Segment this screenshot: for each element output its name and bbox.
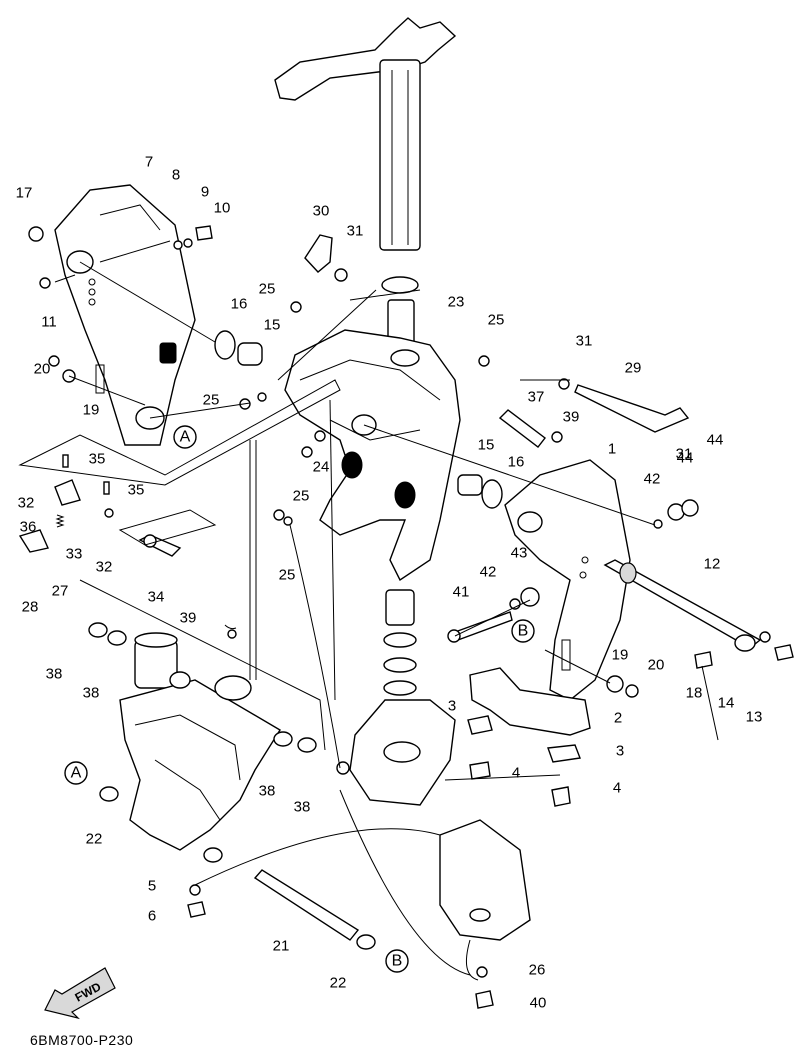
callout-18: 18 xyxy=(686,685,703,702)
ref-marker-b-upper xyxy=(511,619,535,643)
callout-44: 44 xyxy=(707,432,724,449)
callout-32: 32 xyxy=(96,559,113,576)
callout-labels: 1233445678910111213141515161617181919202… xyxy=(16,154,763,1012)
callout-6: 6 xyxy=(148,908,156,925)
callout-19: 19 xyxy=(83,402,100,419)
callout-41: 41 xyxy=(453,584,470,601)
callout-36: 36 xyxy=(20,519,37,536)
callout-38: 38 xyxy=(294,799,311,816)
callout-31: 31 xyxy=(576,333,593,350)
right-clamp-bracket-drawing xyxy=(504,459,631,701)
callout-39: 39 xyxy=(180,610,197,627)
callout-3: 3 xyxy=(616,743,624,760)
callout-1: 1 xyxy=(608,441,616,458)
callout-35: 35 xyxy=(89,451,106,468)
callout-42: 42 xyxy=(644,471,661,488)
small-parts-drawing xyxy=(18,234,719,763)
callout-2: 2 xyxy=(614,710,622,727)
callout-44: 44 xyxy=(677,450,694,467)
callout-15: 15 xyxy=(478,437,495,454)
callout-7: 7 xyxy=(145,154,153,171)
callout-29: 29 xyxy=(625,360,642,377)
callout-21: 21 xyxy=(273,938,290,955)
callout-31: 31 xyxy=(347,223,364,240)
callout-28: 28 xyxy=(22,599,39,616)
callout-42: 42 xyxy=(480,564,497,581)
callout-35: 35 xyxy=(128,482,145,499)
steering-arm-drawing xyxy=(274,17,457,370)
construction-lines xyxy=(18,240,656,976)
callout-19: 19 xyxy=(612,647,629,664)
callout-17: 17 xyxy=(16,185,33,202)
ref-marker-b-lower xyxy=(385,949,409,973)
callout-5: 5 xyxy=(148,878,156,895)
callout-13: 13 xyxy=(746,709,763,726)
callout-25: 25 xyxy=(488,312,505,329)
callout-33: 33 xyxy=(66,546,83,563)
callout-25: 25 xyxy=(279,567,296,584)
callout-25: 25 xyxy=(259,281,276,298)
callout-11: 11 xyxy=(41,314,57,331)
tilt-shaft-drawing xyxy=(603,559,762,652)
callout-43: 43 xyxy=(511,545,528,562)
ref-marker-b-lower-label: B xyxy=(392,953,403,970)
forward-direction-arrow: FWD xyxy=(44,967,116,1020)
callout-38: 38 xyxy=(83,685,100,702)
reference-markers: A A B B xyxy=(64,425,535,973)
callout-30: 30 xyxy=(313,203,330,220)
callout-26: 26 xyxy=(529,962,546,979)
callout-16: 16 xyxy=(508,454,525,471)
callout-37: 37 xyxy=(528,389,545,406)
callout-4: 4 xyxy=(512,765,520,782)
callout-3: 3 xyxy=(448,698,456,715)
callout-25: 25 xyxy=(203,392,220,409)
ref-marker-a-upper xyxy=(173,425,197,449)
callout-25: 25 xyxy=(293,488,310,505)
callout-39: 39 xyxy=(563,409,580,426)
callout-9: 9 xyxy=(201,184,209,201)
callout-34: 34 xyxy=(148,589,165,606)
swivel-bracket-drawing xyxy=(284,329,461,582)
callout-15: 15 xyxy=(264,317,281,334)
callout-4: 4 xyxy=(613,780,621,797)
ref-marker-b-upper-label: B xyxy=(518,623,529,640)
callout-38: 38 xyxy=(259,783,276,800)
tilt-cylinder-drawing xyxy=(119,632,281,863)
callout-10: 10 xyxy=(214,200,231,217)
left-clamp-bracket-drawing xyxy=(54,184,196,446)
callout-27: 27 xyxy=(52,583,69,600)
callout-32: 32 xyxy=(18,495,35,512)
callout-8: 8 xyxy=(172,167,180,184)
callout-31: 31 xyxy=(676,446,693,463)
callout-20: 20 xyxy=(34,361,51,378)
callout-12: 12 xyxy=(704,556,721,573)
callout-16: 16 xyxy=(231,296,248,313)
callout-23: 23 xyxy=(448,294,465,311)
callout-40: 40 xyxy=(530,995,547,1012)
callout-22: 22 xyxy=(86,831,103,848)
ref-marker-a-lower xyxy=(64,761,88,785)
lower-shaft-drawing xyxy=(253,869,360,941)
lower-mount-drawing xyxy=(349,589,531,981)
callout-38: 38 xyxy=(46,666,63,683)
callout-22: 22 xyxy=(330,975,347,992)
ref-marker-a-upper-label: A xyxy=(180,429,191,446)
ref-marker-a-lower-label: A xyxy=(71,765,82,782)
callout-14: 14 xyxy=(718,695,735,712)
fasteners-drawing xyxy=(28,225,794,1009)
callout-24: 24 xyxy=(313,459,330,476)
callout-20: 20 xyxy=(648,657,665,674)
diagram-code: 6BM8700-P230 xyxy=(30,1032,134,1048)
